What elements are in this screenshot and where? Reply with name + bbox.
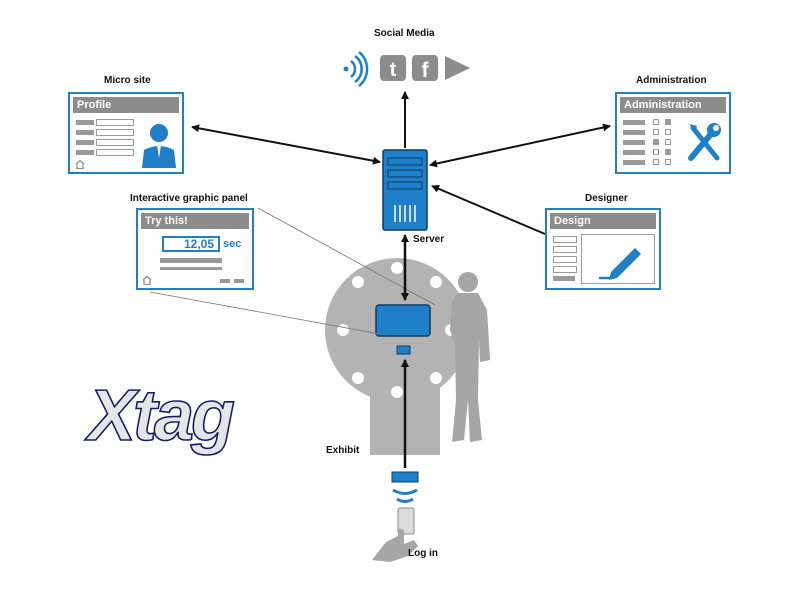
label-log-in: Log in (408, 548, 438, 559)
list-row (623, 160, 645, 165)
svg-text:Xtag: Xtag (84, 376, 234, 456)
play-icon (445, 56, 470, 80)
tools-icon (688, 123, 721, 161)
person-icon (142, 124, 176, 168)
form-field (96, 119, 134, 126)
form-field (553, 256, 577, 263)
text-line (160, 267, 222, 270)
design-title: Design (550, 213, 656, 229)
label-administration: Administration (636, 75, 707, 86)
form-field (96, 139, 134, 146)
exhibit-screen (375, 304, 431, 337)
checkbox-icon (653, 149, 659, 155)
nav-marker (220, 279, 230, 283)
label-exhibit: Exhibit (326, 445, 360, 456)
checkbox-filled-icon (653, 139, 659, 145)
micro-site-panel: Profile (68, 92, 184, 174)
label-social-media: Social Media (374, 28, 435, 39)
form-field (553, 246, 577, 253)
twitter-icon: t (380, 55, 406, 81)
wifi-icon (343, 51, 369, 87)
form-label (76, 120, 94, 125)
form-field (553, 266, 577, 273)
label-server: Server (413, 234, 445, 245)
form-field (553, 236, 577, 243)
exhibit-reader (396, 345, 411, 355)
checkbox-icon (653, 159, 659, 165)
server-icon (382, 149, 428, 231)
form-label (76, 150, 94, 155)
administration-title: Administration (620, 97, 726, 113)
try-title: Try this! (141, 213, 249, 229)
xtag-logo: Xtag (83, 375, 238, 457)
svg-text:f: f (422, 59, 430, 82)
label-interactive-panel: Interactive graphic panel (130, 193, 248, 204)
list-row (623, 130, 645, 135)
panel-connector-bottom (149, 291, 386, 336)
checkbox-icon (653, 129, 659, 135)
arrow-designer-server (431, 185, 546, 235)
timer-value: 12,05 (162, 236, 220, 252)
administration-panel: Administration (615, 92, 731, 174)
designer-panel: Design (545, 208, 661, 290)
checkbox-icon (653, 119, 659, 125)
rfid-tag-icon (391, 471, 419, 503)
hand-icon (372, 507, 418, 562)
label-micro-site: Micro site (104, 75, 151, 86)
nav-marker (234, 279, 244, 283)
form-label (76, 140, 94, 145)
checkbox-icon (665, 159, 671, 165)
checkbox-icon (665, 129, 671, 135)
form-label (76, 130, 94, 135)
design-canvas (581, 234, 655, 284)
interactive-panel: Try this! 12,05 sec (136, 208, 254, 290)
list-row (623, 120, 645, 125)
checkbox-filled-icon (665, 119, 671, 125)
arrow-server-admin (429, 123, 611, 168)
text-line (160, 258, 222, 263)
home-icon (75, 160, 85, 169)
list-row (623, 150, 645, 155)
checkbox-icon (665, 139, 671, 145)
timer-unit: sec (223, 238, 242, 250)
arrow-server-microsite (191, 124, 381, 165)
home-icon (142, 276, 152, 285)
form-field (96, 129, 134, 136)
visitor-silhouette (450, 272, 490, 442)
label-designer: Designer (585, 193, 628, 204)
exhibit-structure (325, 258, 469, 455)
checkbox-filled-icon (665, 149, 671, 155)
profile-title: Profile (73, 97, 179, 113)
svg-text:t: t (390, 59, 397, 81)
form-field (96, 149, 134, 156)
list-row (553, 276, 575, 281)
pencil-icon (599, 248, 641, 280)
facebook-icon: f (412, 55, 438, 82)
list-row (623, 140, 645, 145)
